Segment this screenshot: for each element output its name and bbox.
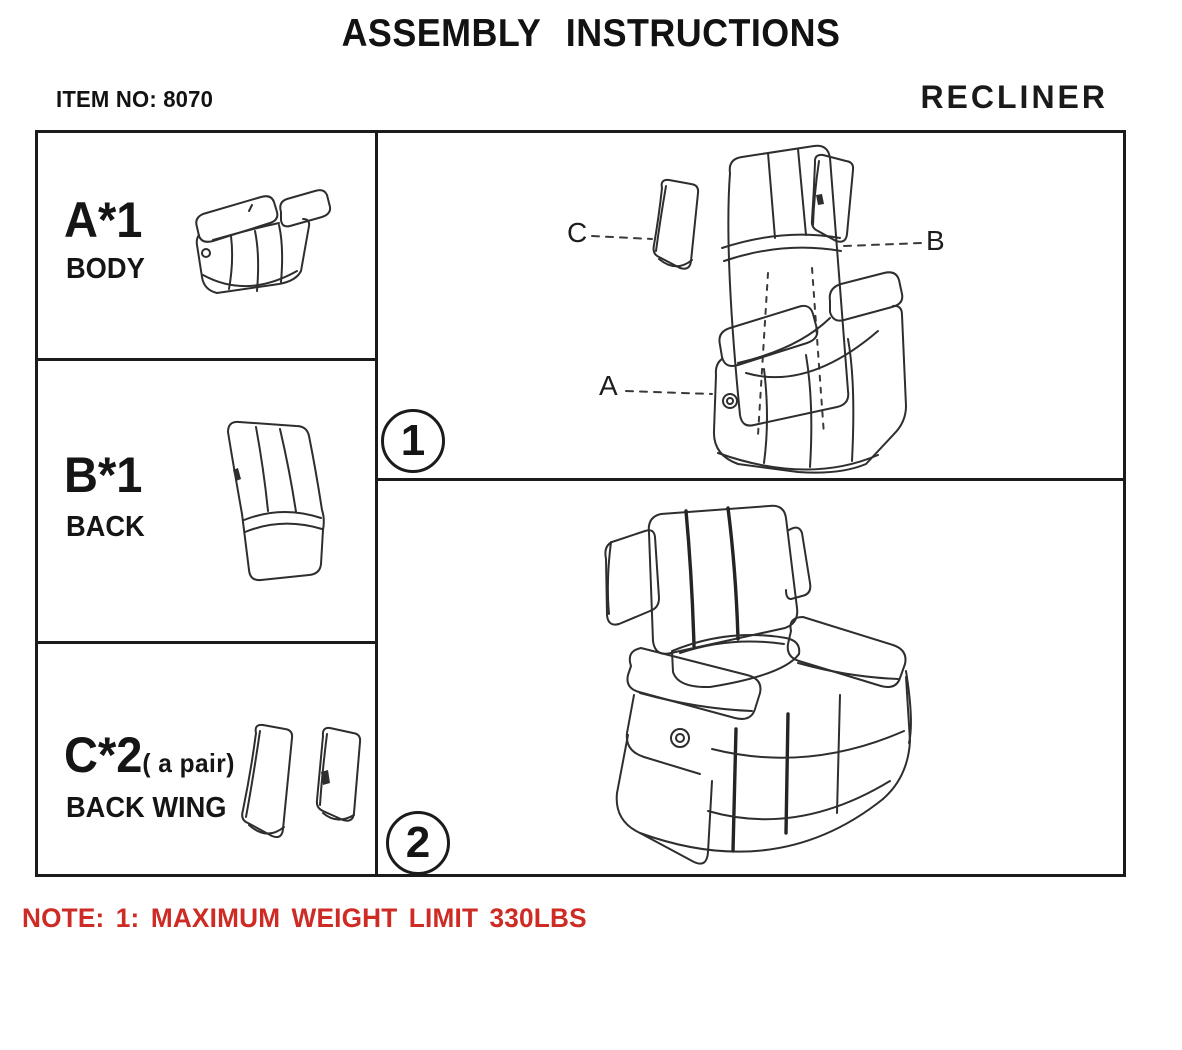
part-c-code: C*2( a pair): [64, 727, 235, 783]
back-wing-pair-sketch: [241, 723, 362, 839]
back-part-sketch: [227, 420, 325, 582]
step1-number-badge: 1: [381, 409, 445, 473]
step2-number-badge: 2: [386, 811, 450, 875]
body-part-sketch: [195, 189, 332, 294]
part-row-c: C*2( a pair) BACK WING: [38, 641, 375, 874]
step1-exploded-diagram: [591, 144, 923, 474]
part-b-name: BACK: [66, 511, 145, 543]
part-a-name: BODY: [66, 253, 145, 285]
part-row-b: B*1 BACK: [38, 358, 375, 641]
step1-label-a: A: [599, 370, 618, 401]
step1-label-b: B: [926, 225, 945, 256]
weight-limit-note: NOTE: 1: MAXIMUM WEIGHT LIMIT 330LBS: [22, 903, 587, 933]
step2-panel: [375, 478, 1126, 877]
parts-table: A*1 BODY B*1 BACK: [35, 130, 378, 877]
page-title: ASSEMBLY INSTRUCTIONS: [341, 12, 841, 55]
part-row-a: A*1 BODY: [38, 133, 375, 358]
part-c-pair-note: ( a pair): [142, 748, 235, 778]
step2-assembled-diagram: [604, 504, 912, 865]
step1-label-c: C: [567, 217, 588, 248]
part-c-name: BACK WING: [66, 792, 227, 824]
item-number: ITEM NO: 8070: [56, 86, 214, 112]
step1-panel: C B A: [375, 130, 1126, 481]
part-b-code: B*1: [64, 447, 143, 503]
part-a-code: A*1: [64, 192, 143, 248]
product-name: RECLINER: [920, 79, 1108, 115]
